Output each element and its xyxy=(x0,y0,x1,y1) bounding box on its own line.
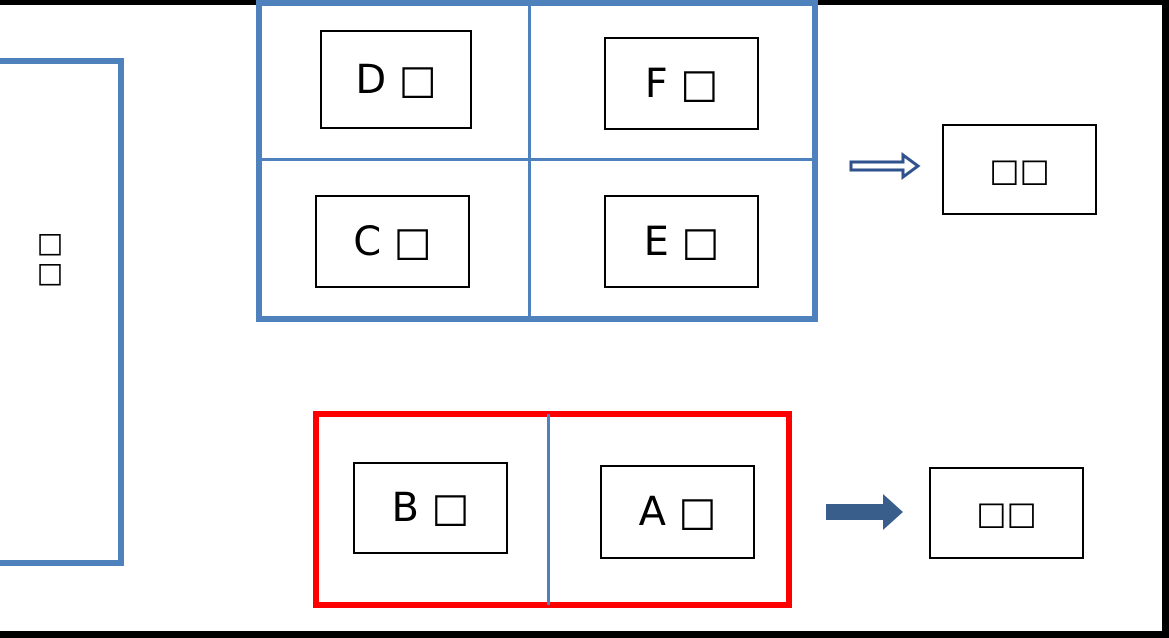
side-label: □ □ xyxy=(30,228,70,288)
result-box-top: □□ xyxy=(942,124,1097,215)
solid-arrow-icon xyxy=(826,494,903,530)
blue-group xyxy=(256,0,818,322)
side-bracket xyxy=(0,58,124,566)
cell-d: D □ xyxy=(320,30,472,129)
cell-e: E □ xyxy=(604,195,759,288)
cell-c: C □ xyxy=(315,195,470,288)
side-bracket-gap xyxy=(0,200,6,391)
side-label-bottom: □ xyxy=(36,256,64,289)
red-group xyxy=(313,411,792,608)
red-group-vertical-divider xyxy=(547,414,550,605)
blue-group-vertical-divider xyxy=(528,6,531,316)
cell-b: B □ xyxy=(353,462,508,554)
hollow-arrow-icon xyxy=(849,152,921,180)
cell-f: F □ xyxy=(604,37,759,130)
cell-a: A □ xyxy=(600,465,755,559)
result-box-bottom: □□ xyxy=(929,467,1084,559)
side-label-top: □ xyxy=(36,226,64,259)
blue-group-horizontal-divider xyxy=(262,158,812,161)
